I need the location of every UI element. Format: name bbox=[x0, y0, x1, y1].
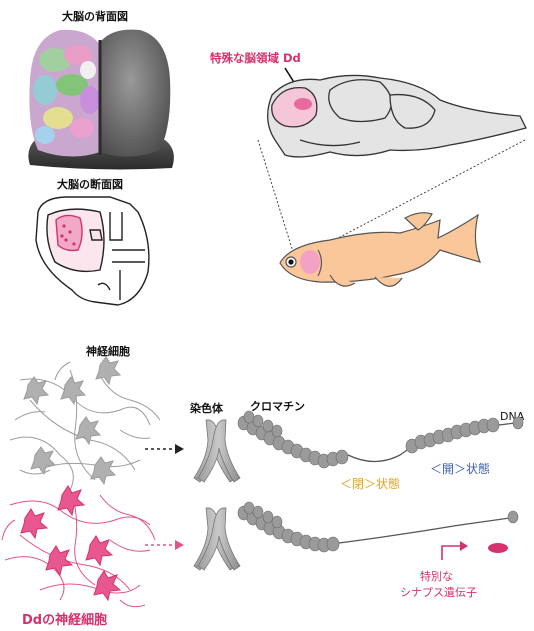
dd-neurons-label: Ddの神経細胞 bbox=[22, 612, 107, 628]
open-state-label: ＜開＞状態 bbox=[430, 461, 490, 476]
medaka-fish bbox=[280, 213, 480, 287]
chromatin-label: クロマチン bbox=[250, 400, 305, 413]
special-gene-label-2: シナプス遺伝子 bbox=[400, 585, 477, 599]
chromatin-top-right bbox=[406, 418, 499, 453]
gene-activation-arrow bbox=[442, 541, 468, 560]
chromosome-label: 染色体 bbox=[190, 401, 224, 415]
brain-cross-section bbox=[36, 197, 149, 305]
neurons-label: 神経細胞 bbox=[86, 344, 130, 358]
closed-state-label: ＜閉＞状態 bbox=[340, 476, 400, 491]
chromosome-top bbox=[194, 420, 240, 482]
right-hemisphere bbox=[98, 30, 170, 157]
chromatin-bottom bbox=[238, 502, 339, 552]
zoom-line-left bbox=[258, 140, 295, 258]
chromatin-top bbox=[238, 411, 348, 468]
dna-strand-bottom bbox=[339, 518, 510, 543]
pink-neuron-bodies bbox=[21, 486, 120, 600]
special-region-label: 特殊な脳領域 Dd bbox=[210, 51, 301, 65]
gene-product bbox=[488, 543, 508, 553]
fish-brain bbox=[268, 75, 526, 156]
chromosome-bottom bbox=[194, 508, 240, 570]
pink-neurons bbox=[2, 490, 155, 607]
cross-section-label: 大脳の断面図 bbox=[57, 177, 123, 191]
arrow-gray bbox=[145, 444, 184, 454]
dna-strand-top bbox=[348, 448, 410, 462]
special-gene-label-1: 特別な bbox=[420, 569, 453, 583]
dorsal-view-label: 大脳の背面図 bbox=[62, 9, 128, 23]
arrow-pink bbox=[145, 540, 184, 550]
dorsal-brain-photo bbox=[28, 30, 174, 170]
